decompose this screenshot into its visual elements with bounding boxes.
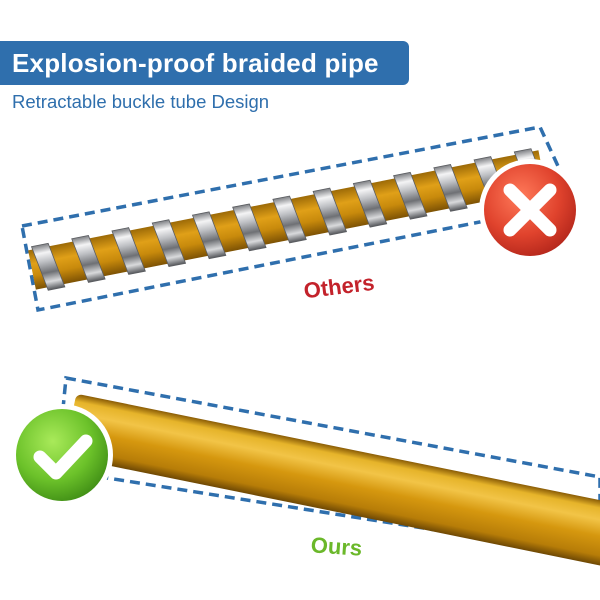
pipe-rib (312, 187, 348, 236)
check-mark-icon (11, 404, 113, 506)
ours-label: Ours (310, 532, 363, 561)
pipe-rib (433, 163, 468, 212)
page-title: Explosion-proof braided pipe (12, 48, 379, 78)
pipe-rib (71, 235, 106, 283)
pipe-ribs (30, 148, 549, 291)
pipe-rib (232, 203, 267, 252)
pipe-rib (30, 242, 66, 291)
pipe-rib (272, 195, 307, 244)
pipe-rib (352, 179, 388, 228)
cross-mark-icon (479, 159, 581, 261)
title-banner: Explosion-proof braided pipe (0, 41, 409, 85)
pipe-rib (151, 219, 187, 268)
pipe-tube (64, 394, 600, 575)
others-pipe-group (19, 125, 578, 313)
smooth-pipe (64, 394, 600, 575)
pipe-rib (393, 171, 428, 220)
others-label: Others (302, 270, 375, 303)
corrugated-pipe (28, 148, 549, 291)
pipe-rib (111, 227, 146, 275)
page-subtitle: Retractable buckle tube Design (12, 91, 270, 112)
pipe-rib (191, 211, 227, 260)
